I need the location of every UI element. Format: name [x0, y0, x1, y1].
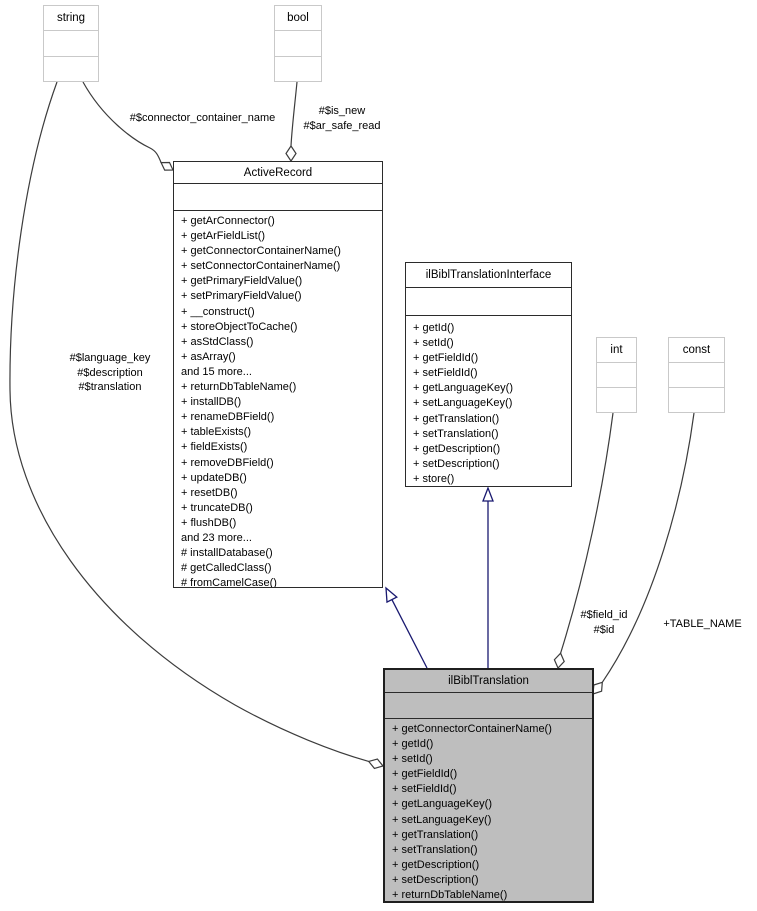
- member-line: + truncateDB(): [181, 501, 253, 514]
- class-box-int: int: [596, 337, 637, 413]
- class-title: ilBiblTranslation: [385, 670, 592, 693]
- inheritance-arrow-icon: [482, 486, 494, 502]
- class-title: string: [44, 6, 98, 31]
- member-line: + setId(): [413, 337, 454, 350]
- attributes-compartment: [44, 31, 98, 57]
- edge-label-language-key-description-translation: #$language_key #$description #$translati…: [69, 352, 151, 393]
- class-box-bool: bool: [274, 5, 322, 82]
- member-line: + asStdClass(): [181, 335, 254, 348]
- attributes-compartment: [174, 184, 382, 211]
- aggregation-diamond-icon: [285, 144, 297, 163]
- member-line: # fromCamelCase(): [181, 577, 277, 587]
- member-line: + returnDbTableName(): [392, 889, 508, 901]
- member-line: and 15 more...: [181, 365, 252, 378]
- member-line: + setId(): [392, 753, 433, 766]
- member-line: + setLanguageKey(): [413, 397, 513, 410]
- member-line: and 23 more...: [181, 531, 252, 544]
- member-line: + getTranslation(): [413, 412, 500, 425]
- member-line: + flushDB(): [181, 516, 237, 529]
- member-line: + setTranslation(): [392, 843, 478, 856]
- member-line: + updateDB(): [181, 471, 247, 484]
- attributes-compartment: [669, 363, 724, 388]
- member-line: + getArConnector(): [181, 215, 275, 227]
- methods-compartment: + getArConnector() + getArFieldList() + ge…: [174, 211, 382, 587]
- member-line: + getId(): [413, 322, 455, 334]
- edge-label-is-new-ar-safe-read: #$is_new #$ar_safe_read: [303, 105, 381, 132]
- member-line: + renameDBField(): [181, 411, 275, 424]
- member-line: + removeDBField(): [181, 456, 274, 469]
- member-line: + getDescription(): [392, 858, 480, 871]
- member-line: + getFieldId(): [413, 352, 479, 365]
- member-line: + returnDbTableName(): [181, 381, 297, 394]
- inheritance-arrow-icon: [385, 586, 398, 604]
- member-line: + tableExists(): [181, 426, 251, 439]
- member-line: + setDescription(): [413, 457, 500, 470]
- member-line: + setFieldId(): [392, 783, 457, 796]
- member-line: + setFieldId(): [413, 367, 478, 380]
- member-line: + getId(): [392, 738, 434, 751]
- member-line: + installDB(): [181, 396, 242, 409]
- edge-string-ilbibltranslation: [9, 81, 369, 762]
- class-box-const: const: [668, 337, 725, 413]
- methods-compartment: [597, 388, 636, 412]
- attributes-compartment: [385, 693, 592, 719]
- aggregation-diamond-icon: [553, 652, 565, 670]
- member-line: + setConnectorContainerName(): [181, 260, 341, 273]
- edge-string-activerecord: [82, 81, 162, 163]
- member-line: + resetDB(): [181, 486, 238, 499]
- edge-label-field-id-id: #$field_id #$id: [580, 609, 628, 636]
- member-line: + setTranslation(): [413, 427, 499, 440]
- member-line: + setPrimaryFieldValue(): [181, 290, 302, 303]
- aggregation-diamond-icon: [592, 681, 603, 695]
- methods-compartment: + getConnectorContainerName() + getId() + …: [385, 719, 592, 901]
- member-line: # getCalledClass(): [181, 562, 272, 575]
- member-line: + getLanguageKey(): [392, 798, 492, 811]
- class-box-ilbibltranslation[interactable]: ilBiblTranslation + getConnectorContaine…: [383, 668, 594, 903]
- member-line: + getTranslation(): [392, 828, 479, 841]
- member-line: + getConnectorContainerName(): [181, 245, 341, 258]
- edge-label-table-name: +TABLE_NAME: [663, 618, 742, 630]
- member-line: + getDescription(): [413, 442, 501, 455]
- member-line: + setDescription(): [392, 873, 479, 886]
- member-line: + storeObjectToCache(): [181, 320, 298, 333]
- attributes-compartment: [406, 288, 571, 316]
- attributes-compartment: [597, 363, 636, 388]
- edge-inheritance-activerecord: [391, 599, 428, 669]
- methods-compartment: + getId() + setId() + getFieldId() + setFie…: [406, 316, 571, 486]
- edge-const-ilbibltranslation: [601, 412, 695, 683]
- member-line: + setLanguageKey(): [392, 813, 492, 826]
- class-box-string: string: [43, 5, 99, 82]
- member-line: + __construct(): [181, 305, 255, 318]
- member-line: + store(): [413, 472, 455, 485]
- class-title: int: [597, 338, 636, 363]
- member-line: + fieldExists(): [181, 441, 248, 454]
- methods-compartment: [275, 57, 321, 81]
- class-title: bool: [275, 6, 321, 31]
- member-line: + asArray(): [181, 350, 236, 363]
- class-title: ActiveRecord: [174, 162, 382, 184]
- edge-int-ilbibltranslation: [560, 412, 614, 654]
- aggregation-diamond-icon: [367, 758, 385, 770]
- aggregation-diamond-icon: [160, 161, 174, 171]
- member-line: + getPrimaryFieldValue(): [181, 275, 303, 288]
- member-line: # installDatabase(): [181, 547, 273, 560]
- class-title: ilBiblTranslationInterface: [406, 263, 571, 288]
- class-title: const: [669, 338, 724, 363]
- class-box-ilbibltranslationinterface[interactable]: ilBiblTranslationInterface + getId() + se…: [405, 262, 572, 487]
- member-line: + getArFieldList(): [181, 230, 266, 243]
- attributes-compartment: [275, 31, 321, 57]
- edge-bool-activerecord: [290, 81, 298, 147]
- class-box-activerecord[interactable]: ActiveRecord + getArConnector() + getArFi…: [173, 161, 383, 588]
- edge-label-connector-container-name: #$connector_container_name: [129, 112, 276, 124]
- member-line: + getFieldId(): [392, 768, 458, 781]
- methods-compartment: [44, 57, 98, 81]
- member-line: + getConnectorContainerName(): [392, 723, 552, 735]
- methods-compartment: [669, 388, 724, 412]
- member-line: + getLanguageKey(): [413, 382, 513, 395]
